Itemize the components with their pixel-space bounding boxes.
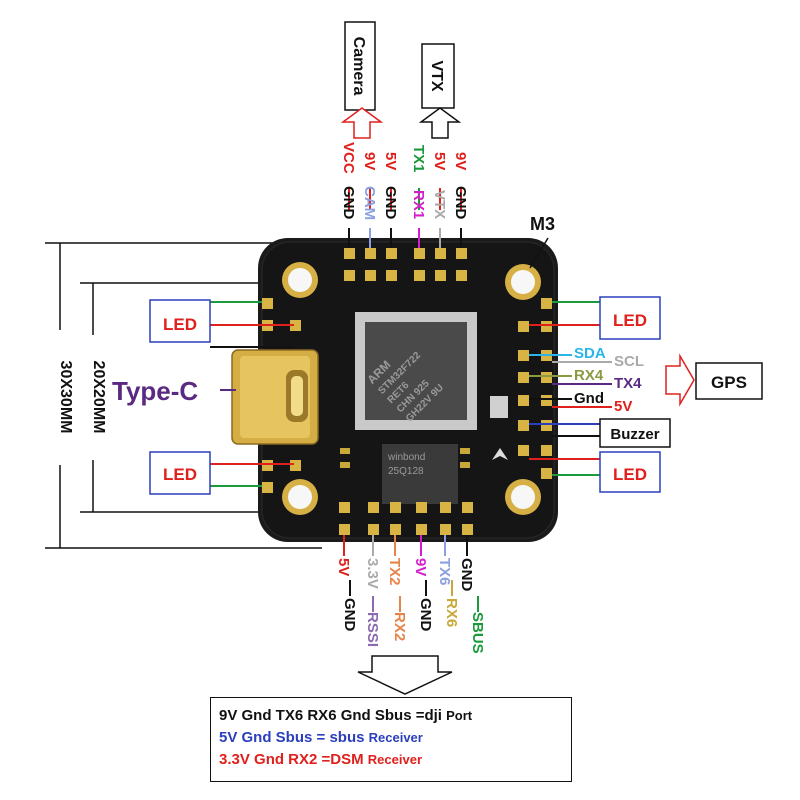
flash-marking: winbond <box>387 452 425 463</box>
bottom-pin-label: 9V <box>412 558 429 576</box>
led-label: LED <box>613 465 647 484</box>
led-box-bottom-right: LED <box>599 451 661 493</box>
bottom-pin-label: GND <box>458 558 475 592</box>
port-info-box: 9V Gnd TX6 RX6 Gnd Sbus =dji Port 5V Gnd… <box>210 697 572 782</box>
flash-chip: winbond 25Q128 <box>382 444 458 504</box>
info-line-dsm: 3.3V Gnd RX2 =DSM Receiver <box>219 749 563 771</box>
led-label: LED <box>163 465 197 484</box>
right-pin-label: Gnd <box>574 390 604 407</box>
bottom-pin-label: TX2 <box>386 558 403 586</box>
right-pin-label: RX4 <box>574 367 604 384</box>
mcu-chip: ARM STM32F722 RET6 CHN 925 GH22V 9U <box>355 312 477 430</box>
top-pads <box>344 248 467 281</box>
buzzer-label: Buzzer <box>610 426 659 443</box>
vtx-label: VTX <box>428 60 445 91</box>
bottom-pin-label: 5V <box>335 558 352 576</box>
top-pin-label: 9V <box>452 152 469 170</box>
mounting-hole <box>282 479 318 515</box>
down-arrow <box>357 655 453 695</box>
right-pin-label: SDA <box>574 345 606 362</box>
bottom-wires <box>343 535 479 612</box>
bottom-pin-label: 3.3V <box>364 558 381 589</box>
dim-inner-label: 20X20MM <box>90 361 107 434</box>
led-box-top-right: LED <box>599 296 661 340</box>
right-pin-label: 5V <box>614 398 632 415</box>
info-line-tail: Receiver <box>367 752 423 767</box>
bottom-pads <box>339 502 473 535</box>
dimension-lines <box>45 242 322 549</box>
camera-box: Camera <box>344 21 376 111</box>
led-label: LED <box>163 315 197 334</box>
top-pin-label: RX1 <box>410 190 427 219</box>
info-line-tail: Port <box>446 708 473 723</box>
right-pads <box>518 298 552 479</box>
camera-label: Camera <box>350 37 367 96</box>
vtx-arrow <box>418 107 462 139</box>
right-pin-label: TX4 <box>614 375 642 392</box>
top-pin-label: TX1 <box>410 145 427 173</box>
info-line-main: 3.3V Gnd RX2 =DSM <box>219 751 364 768</box>
led-box-bottom-left: LED <box>149 451 294 495</box>
top-pin-label: VTX <box>431 190 448 219</box>
camera-arrow <box>340 107 384 139</box>
buzzer-box: Buzzer <box>599 418 671 448</box>
type-c-label: Type-C <box>112 376 198 406</box>
info-line-main: 9V Gnd TX6 RX6 Gnd Sbus =dji <box>219 707 442 724</box>
bottom-pin-label: GND <box>417 598 434 632</box>
top-pin-label: 5V <box>382 152 399 170</box>
gps-label: GPS <box>711 373 747 392</box>
top-pin-label: 9V <box>361 152 378 170</box>
bottom-pin-label: SBUS <box>469 612 486 654</box>
top-wires <box>348 188 462 248</box>
top-pin-label: CAM <box>361 186 378 220</box>
info-line-main: 5V Gnd Sbus = sbus <box>219 729 365 746</box>
info-line-sbus: 5V Gnd Sbus = sbus Receiver <box>219 727 563 749</box>
m3-label: M3 <box>530 214 555 234</box>
vtx-box: VTX <box>421 43 455 109</box>
top-pin-label: 5V <box>431 152 448 170</box>
gps-box: GPS <box>695 362 763 400</box>
bottom-pin-label: RX2 <box>391 612 408 641</box>
bottom-pin-label: GND <box>341 598 358 632</box>
usb-type-c-connector <box>231 349 319 445</box>
flash-marking: 25Q128 <box>388 466 424 477</box>
dim-outer-label: 30X30MM <box>57 361 74 434</box>
top-pin-label: GND <box>382 186 399 220</box>
mounting-hole <box>282 262 318 298</box>
led-label: LED <box>613 311 647 330</box>
top-pin-label: VCC <box>340 142 357 174</box>
right-wires <box>529 301 612 476</box>
top-pin-label: GND <box>340 186 357 220</box>
mounting-hole-m3 <box>505 264 541 300</box>
info-line-dji: 9V Gnd TX6 RX6 Gnd Sbus =dji Port <box>219 705 563 727</box>
gps-arrow <box>665 353 695 407</box>
top-pin-label: GND <box>452 186 469 220</box>
right-pin-label: SCL <box>614 353 644 370</box>
mounting-hole <box>505 479 541 515</box>
flight-controller-board: ARM STM32F722 RET6 CHN 925 GH22V 9U winb… <box>258 238 558 542</box>
bottom-pin-label: RX6 <box>443 598 460 627</box>
bottom-pin-label: RSSI <box>364 612 381 647</box>
info-line-tail: Receiver <box>368 730 423 745</box>
bottom-pin-label: TX6 <box>436 558 453 586</box>
led-box-top-left: LED <box>149 299 294 348</box>
crystal <box>490 396 508 418</box>
